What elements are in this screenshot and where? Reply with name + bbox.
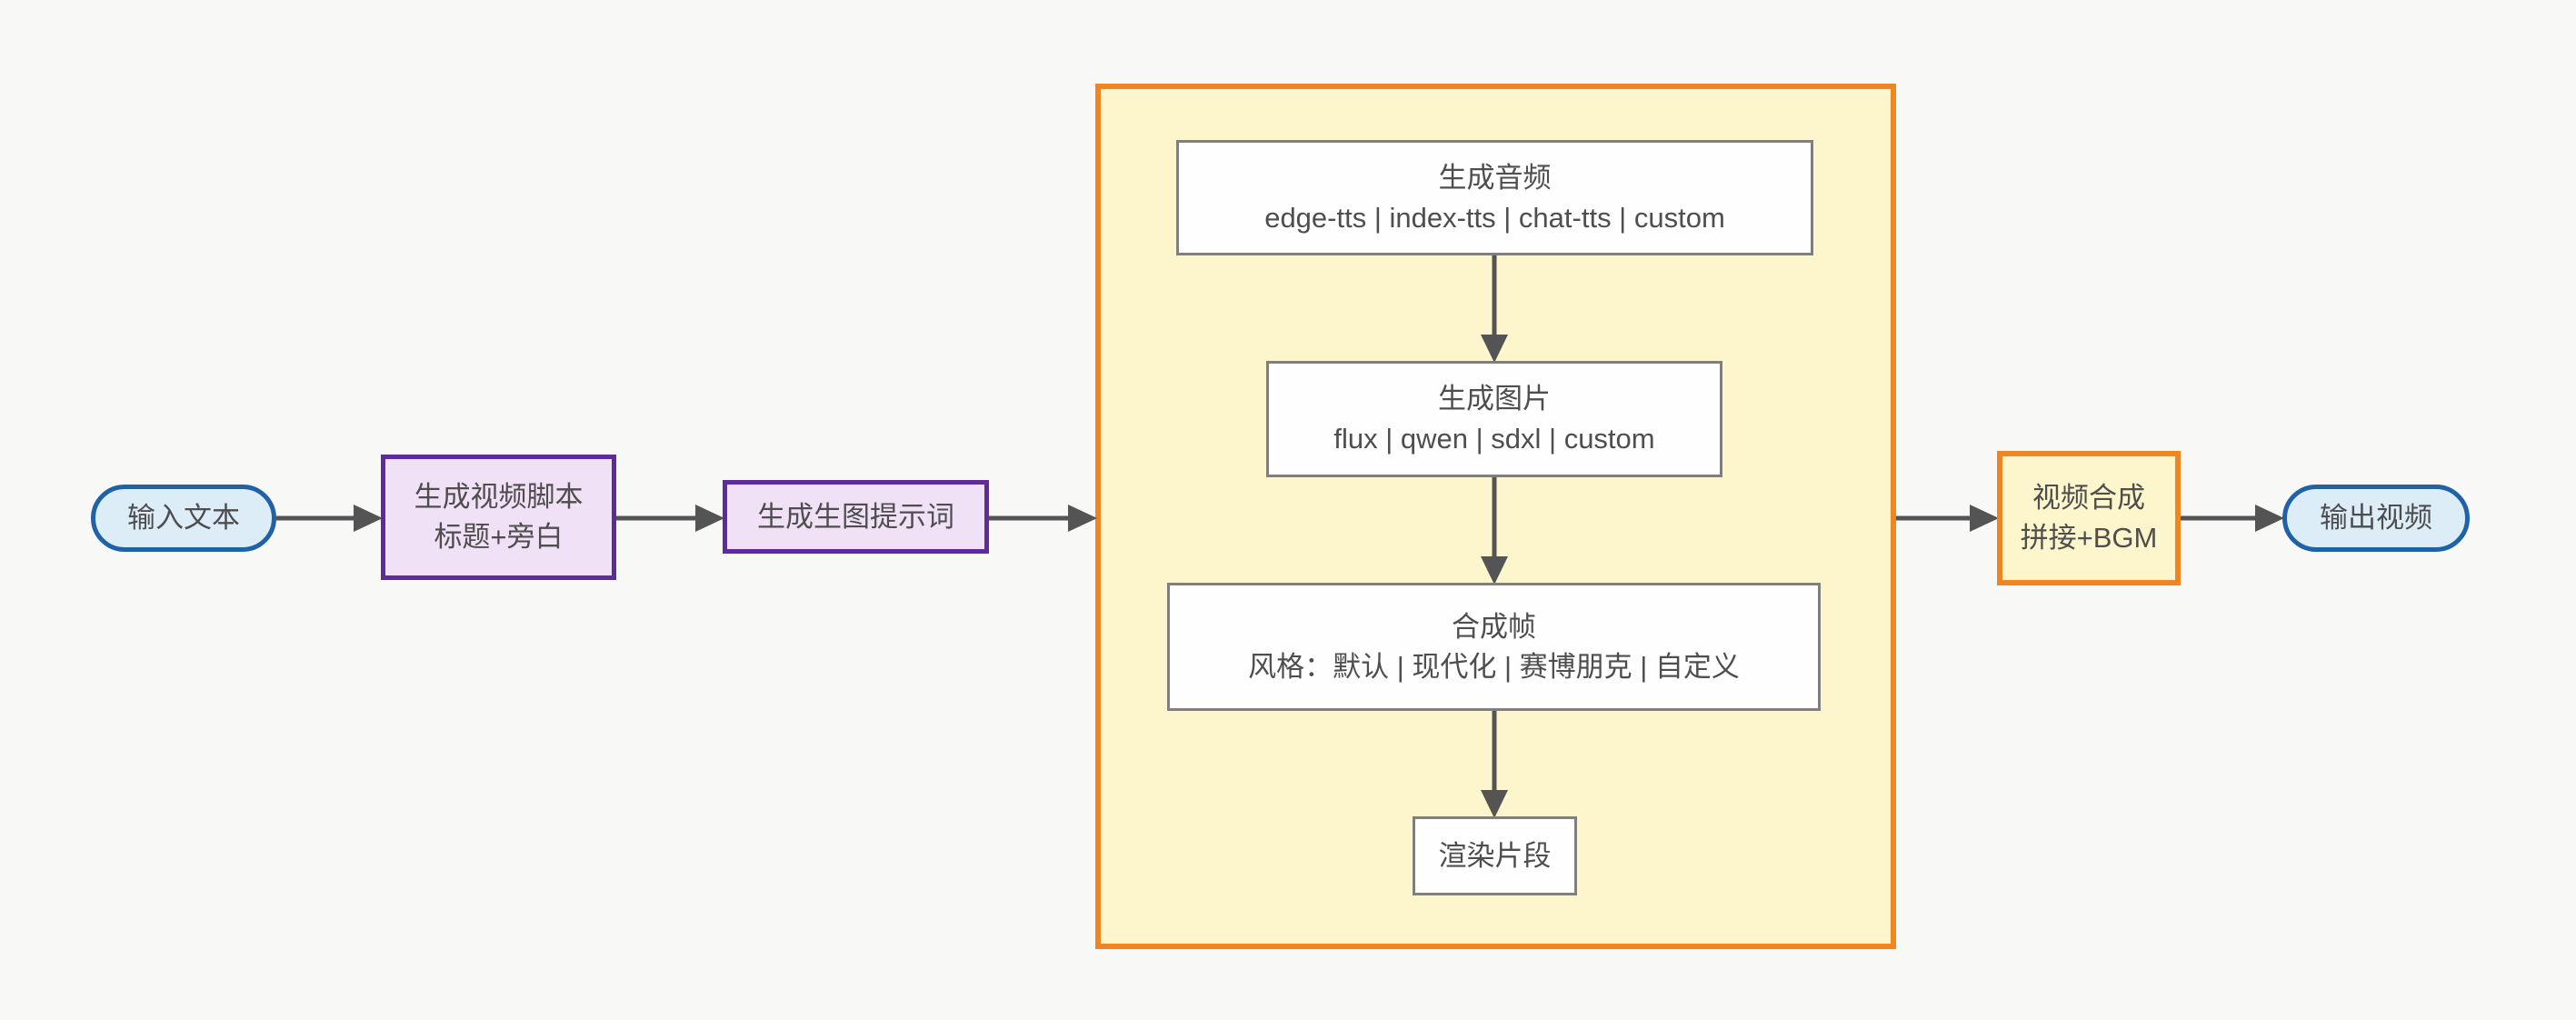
node-video-compose: 视频合成 拼接+BGM [1997, 451, 2181, 585]
node-input-text-label: 输入文本 [127, 502, 240, 534]
arrow-container-to-compose [1896, 505, 1999, 532]
node-generate-image-line1: 生成图片 [1438, 383, 1551, 415]
node-generate-script-line2: 标题+旁白 [434, 521, 564, 553]
node-generate-image: 生成图片 flux | qwen | sdxl | custom [1266, 361, 1722, 477]
node-render-clip: 渲染片段 [1413, 816, 1577, 895]
arrow-input-to-script [276, 505, 383, 532]
node-generate-script-line1: 生成视频脚本 [414, 481, 584, 513]
node-video-compose-line2: 拼接+BGM [2020, 522, 2158, 554]
node-output-video: 输出视频 [2282, 485, 2470, 552]
arrow-script-to-prompt [616, 505, 724, 532]
node-generate-script: 生成视频脚本 标题+旁白 [381, 455, 616, 580]
node-render-clip-label: 渲染片段 [1438, 839, 1552, 872]
node-generate-image-prompt: 生成生图提示词 [723, 480, 989, 554]
node-generate-image-prompt-label: 生成生图提示词 [757, 500, 954, 533]
arrow-prompt-to-container [989, 505, 1097, 532]
node-generate-audio-line1: 生成音频 [1438, 161, 1552, 194]
node-input-text: 输入文本 [91, 485, 276, 552]
node-compose-frame: 合成帧 风格：默认 | 现代化 | 赛博朋克 | 自定义 [1167, 583, 1821, 711]
arrow-compose-to-output [2181, 505, 2284, 532]
node-compose-frame-line2: 风格：默认 | 现代化 | 赛博朋克 | 自定义 [1248, 650, 1740, 683]
node-generate-audio-line2: edge-tts | index-tts | chat-tts | custom [1264, 201, 1725, 234]
node-generate-audio: 生成音频 edge-tts | index-tts | chat-tts | c… [1176, 140, 1813, 255]
node-output-video-label: 输出视频 [2320, 502, 2432, 534]
node-video-compose-line1: 视频合成 [2032, 482, 2145, 514]
node-generate-image-line2: flux | qwen | sdxl | custom [1333, 423, 1655, 455]
node-compose-frame-line1: 合成帧 [1452, 610, 1536, 643]
